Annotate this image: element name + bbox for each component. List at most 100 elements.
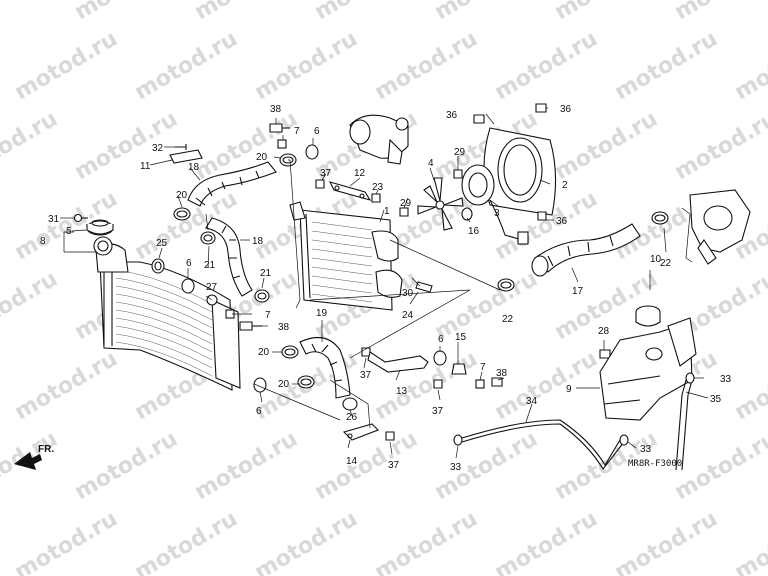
- callout-part-37: 37: [432, 406, 444, 417]
- front-direction-arrow: FR.: [14, 444, 54, 470]
- callout-labels: 1234566667778910111213141516171818192020…: [40, 104, 732, 473]
- radiator-fin: [115, 309, 213, 345]
- callout-part-8: 8: [40, 236, 46, 247]
- callout-part-14: 14: [346, 456, 358, 467]
- thermostat-housing: [349, 114, 409, 165]
- callout-part-25: 25: [156, 238, 168, 249]
- leader-lines: [60, 107, 709, 459]
- main-radiator: [93, 236, 241, 391]
- bolt-38-c: [491, 377, 503, 387]
- callout-part-13: 13: [396, 386, 408, 397]
- hose-18-upper: [187, 161, 277, 207]
- collar-7-c: [475, 379, 485, 389]
- bolt-28: [599, 349, 611, 359]
- diagram-code: MR8R-F3000: [628, 459, 682, 469]
- callout-part-35: 35: [710, 394, 722, 405]
- bolt-36-b: [535, 103, 547, 113]
- sub-radiator-fin: [311, 230, 373, 240]
- clamp-20-c: [281, 345, 299, 359]
- fan-motor: [461, 164, 529, 245]
- sub-radiator-fin: [311, 221, 373, 231]
- callout-part-9: 9: [566, 384, 572, 395]
- bracket-13: [367, 351, 429, 373]
- radiator-fin: [115, 333, 213, 369]
- callout-part-12: 12: [354, 168, 366, 179]
- bolt-37-a: [315, 179, 325, 189]
- callout-part-19: 19: [316, 308, 328, 319]
- emblem-plate-11: [169, 149, 203, 164]
- callout-part-7: 7: [294, 126, 300, 137]
- clamp-20-a: [173, 207, 191, 221]
- callout-part-36: 36: [560, 104, 572, 115]
- clip-33-c: [685, 372, 695, 384]
- reserve-tank: [599, 317, 697, 421]
- callout-part-33: 33: [720, 374, 732, 385]
- callout-part-21: 21: [260, 268, 272, 279]
- front-direction-label: FR.: [38, 444, 54, 455]
- clamp-21-b: [254, 289, 270, 303]
- fan-shroud: [483, 127, 557, 216]
- sub-radiator-fin: [311, 248, 373, 258]
- callout-part-7: 7: [480, 362, 486, 373]
- hose-18-middle: [205, 217, 253, 297]
- callout-part-22: 22: [502, 314, 514, 325]
- callout-part-38: 38: [270, 104, 282, 115]
- callout-part-1: 1: [384, 206, 390, 217]
- grommet-25: [151, 258, 165, 274]
- water-pump-cover: [689, 189, 751, 265]
- callout-part-2: 2: [562, 180, 568, 191]
- bolt-38-a: [269, 123, 290, 133]
- callout-part-20: 20: [256, 152, 268, 163]
- screw-32: [175, 144, 187, 150]
- callout-part-6: 6: [314, 126, 320, 137]
- bolt-29-a: [453, 169, 463, 179]
- callout-part-20: 20: [176, 190, 188, 201]
- grommet-6-b: [305, 144, 319, 160]
- callout-part-23: 23: [372, 182, 384, 193]
- callout-part-18: 18: [188, 162, 200, 173]
- callout-part-29: 29: [400, 198, 412, 209]
- callout-part-38: 38: [278, 322, 290, 333]
- clip-33-a: [453, 434, 463, 446]
- callout-part-22: 22: [660, 258, 672, 269]
- callout-part-21: 21: [204, 260, 216, 271]
- sub-radiator-fin: [311, 275, 373, 285]
- radiator-cap: [86, 219, 114, 236]
- fan-blade: [417, 177, 464, 231]
- bracket-12: [328, 181, 372, 201]
- fan-collar-16: [461, 207, 473, 221]
- clamp-20-d: [297, 375, 315, 389]
- bolt-37-c: [433, 379, 443, 389]
- callout-part-29: 29: [454, 147, 466, 158]
- callout-part-7: 7: [265, 310, 271, 321]
- radiator-fin: [115, 325, 213, 361]
- callout-part-31: 31: [48, 214, 60, 225]
- radiator-fin: [115, 301, 213, 337]
- bracket-14: [342, 423, 379, 441]
- bolt-29-b: [399, 207, 409, 217]
- grommet-6-a: [181, 278, 195, 294]
- callout-part-33: 33: [450, 462, 462, 473]
- callout-part-38: 38: [496, 368, 508, 379]
- callout-part-20: 20: [278, 379, 290, 390]
- callout-part-17: 17: [572, 286, 584, 297]
- bolt-23: [371, 193, 381, 203]
- hose-17: [531, 223, 641, 277]
- bolt-38-b: [239, 321, 262, 331]
- bolt-37-d: [385, 431, 395, 441]
- radiator-fin: [115, 277, 213, 313]
- callout-part-18: 18: [252, 236, 264, 247]
- bolt-36-c: [537, 211, 547, 221]
- callout-part-6: 6: [438, 334, 444, 345]
- clamp-21-a: [200, 231, 216, 245]
- callout-part-5: 5: [66, 226, 72, 237]
- callout-part-26: 26: [346, 412, 358, 423]
- screw-31: [73, 213, 88, 223]
- callout-part-3: 3: [494, 208, 500, 219]
- callout-part-36: 36: [556, 216, 568, 227]
- siphon-tube-34: [461, 419, 625, 470]
- callout-part-34: 34: [526, 396, 538, 407]
- overflow-tube-35: [675, 379, 693, 471]
